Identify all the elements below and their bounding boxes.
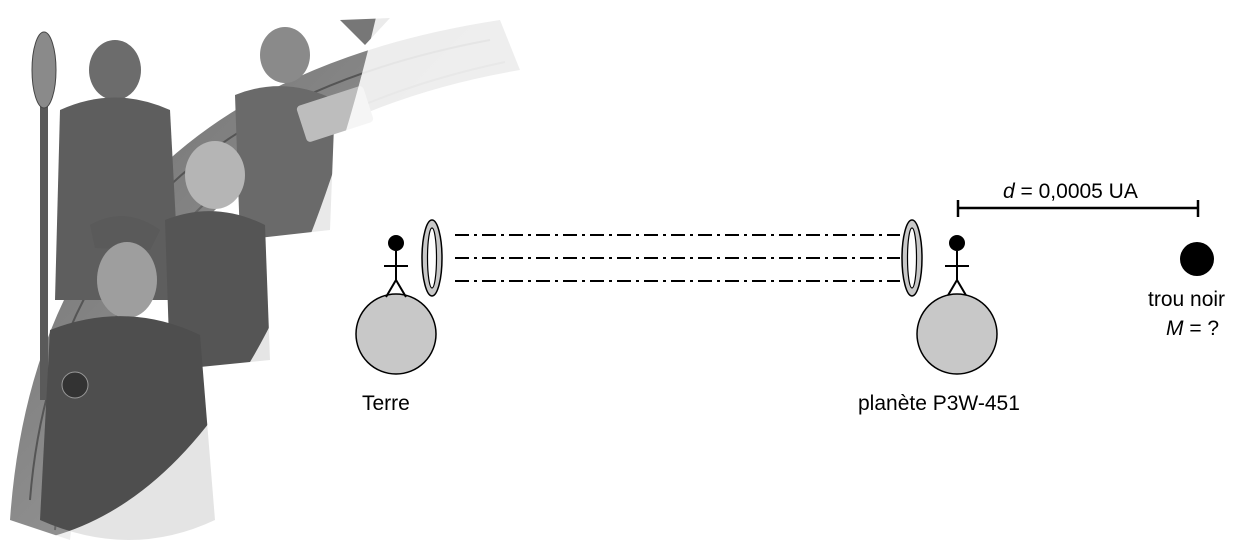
stick-figure-earth — [384, 235, 408, 298]
distance-value: = 0,0005 UA — [1015, 180, 1138, 203]
figure-middle — [165, 141, 270, 370]
earth-circle — [355, 293, 437, 375]
figure-back-right — [235, 27, 374, 240]
black-hole — [1180, 242, 1214, 276]
stargate-team-illustration — [0, 0, 540, 558]
mass-value: = ? — [1184, 317, 1220, 340]
mass-var: M — [1166, 317, 1184, 340]
distance-label: d = 0,0005 UA — [1003, 180, 1138, 203]
wormhole-link — [455, 234, 900, 282]
black-hole-mass: M = ? — [1166, 317, 1219, 340]
planet-label: planète P3W-451 — [858, 392, 1020, 415]
earth-label: Terre — [362, 392, 410, 415]
stick-figure-planet — [945, 235, 969, 298]
distance-var: d — [1003, 180, 1016, 203]
gate-ring-planet — [901, 219, 923, 297]
gate-ring-earth — [421, 219, 443, 297]
black-hole-label: trou noir — [1148, 288, 1225, 311]
distance-bracket — [956, 200, 1200, 217]
staff-weapon — [31, 31, 57, 400]
planet-circle — [916, 293, 998, 375]
